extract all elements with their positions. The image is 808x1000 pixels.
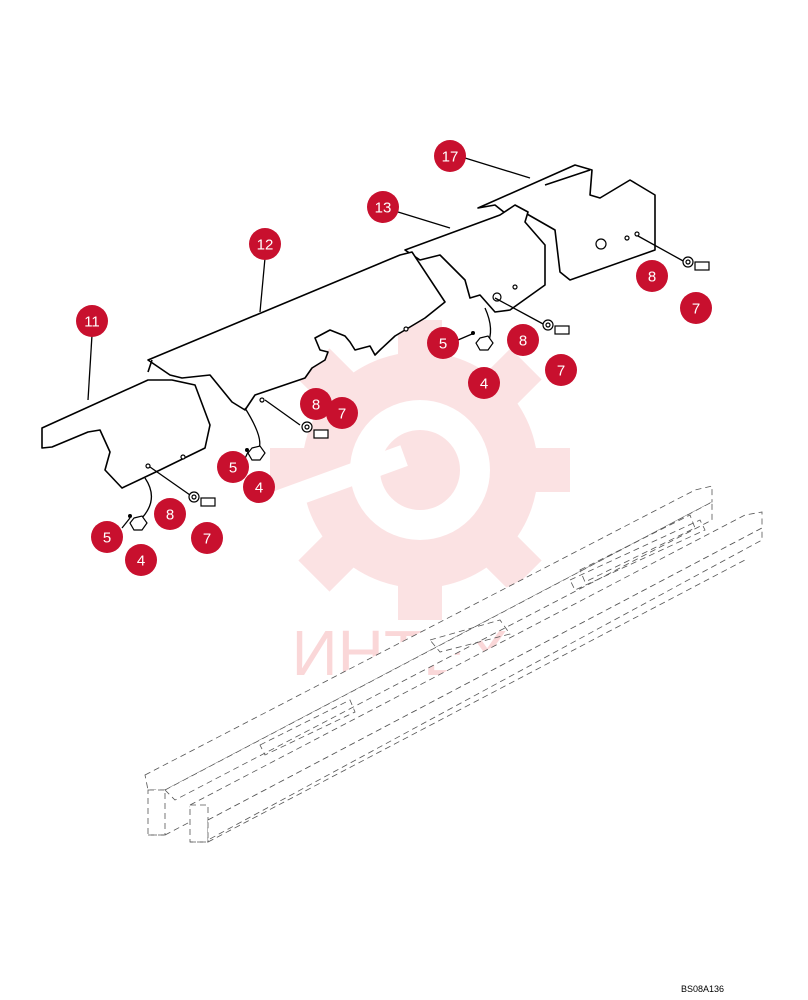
watermark-gear-logo: [240, 320, 570, 620]
drawing-code: BS08A136: [680, 984, 724, 994]
callout-13[interactable]: 13: [367, 191, 399, 223]
callout-label: 7: [692, 301, 700, 318]
callout-17[interactable]: 17: [434, 140, 466, 172]
callout-label: 17: [442, 149, 459, 166]
hardware: [128, 256, 710, 531]
callout-label: 4: [255, 480, 263, 497]
callout-label: 8: [648, 269, 656, 286]
callout-label: 4: [480, 376, 488, 393]
frame-rail-outer: [189, 511, 763, 843]
callout-11[interactable]: 11: [76, 305, 108, 337]
callout-label: 4: [137, 553, 145, 570]
callout-label: 7: [557, 363, 565, 380]
callout-label: 5: [229, 460, 237, 477]
callout-7[interactable]: 7: [680, 292, 712, 324]
callout-label: 13: [375, 200, 392, 217]
callout-label: 7: [203, 531, 211, 548]
callout-label: 5: [103, 530, 111, 547]
callout-7[interactable]: 7: [545, 354, 577, 386]
callout-8[interactable]: 8: [636, 260, 668, 292]
callout-5[interactable]: 5: [427, 327, 459, 359]
callout-label: 11: [84, 314, 100, 331]
callout-8[interactable]: 8: [507, 324, 539, 356]
callout-8[interactable]: 8: [154, 498, 186, 530]
callout-label: 8: [312, 397, 320, 414]
callout-label: 12: [257, 237, 274, 254]
callout-label: 5: [439, 336, 447, 353]
callout-4[interactable]: 4: [468, 367, 500, 399]
shield-center-rear[interactable]: [404, 204, 546, 313]
callout-8[interactable]: 8: [300, 388, 332, 420]
callout-12[interactable]: 12: [249, 228, 281, 260]
callout-7[interactable]: 7: [326, 397, 358, 429]
callout-label: 8: [166, 507, 174, 524]
callout-label: 7: [338, 406, 346, 423]
callout-5[interactable]: 5: [217, 451, 249, 483]
shield-front[interactable]: [41, 379, 211, 489]
callout-5[interactable]: 5: [91, 521, 123, 553]
callout-4[interactable]: 4: [125, 544, 157, 576]
callout-label: 8: [519, 333, 527, 350]
callout-7[interactable]: 7: [191, 522, 223, 554]
callout-4[interactable]: 4: [243, 471, 275, 503]
shield-center[interactable]: [147, 251, 446, 411]
